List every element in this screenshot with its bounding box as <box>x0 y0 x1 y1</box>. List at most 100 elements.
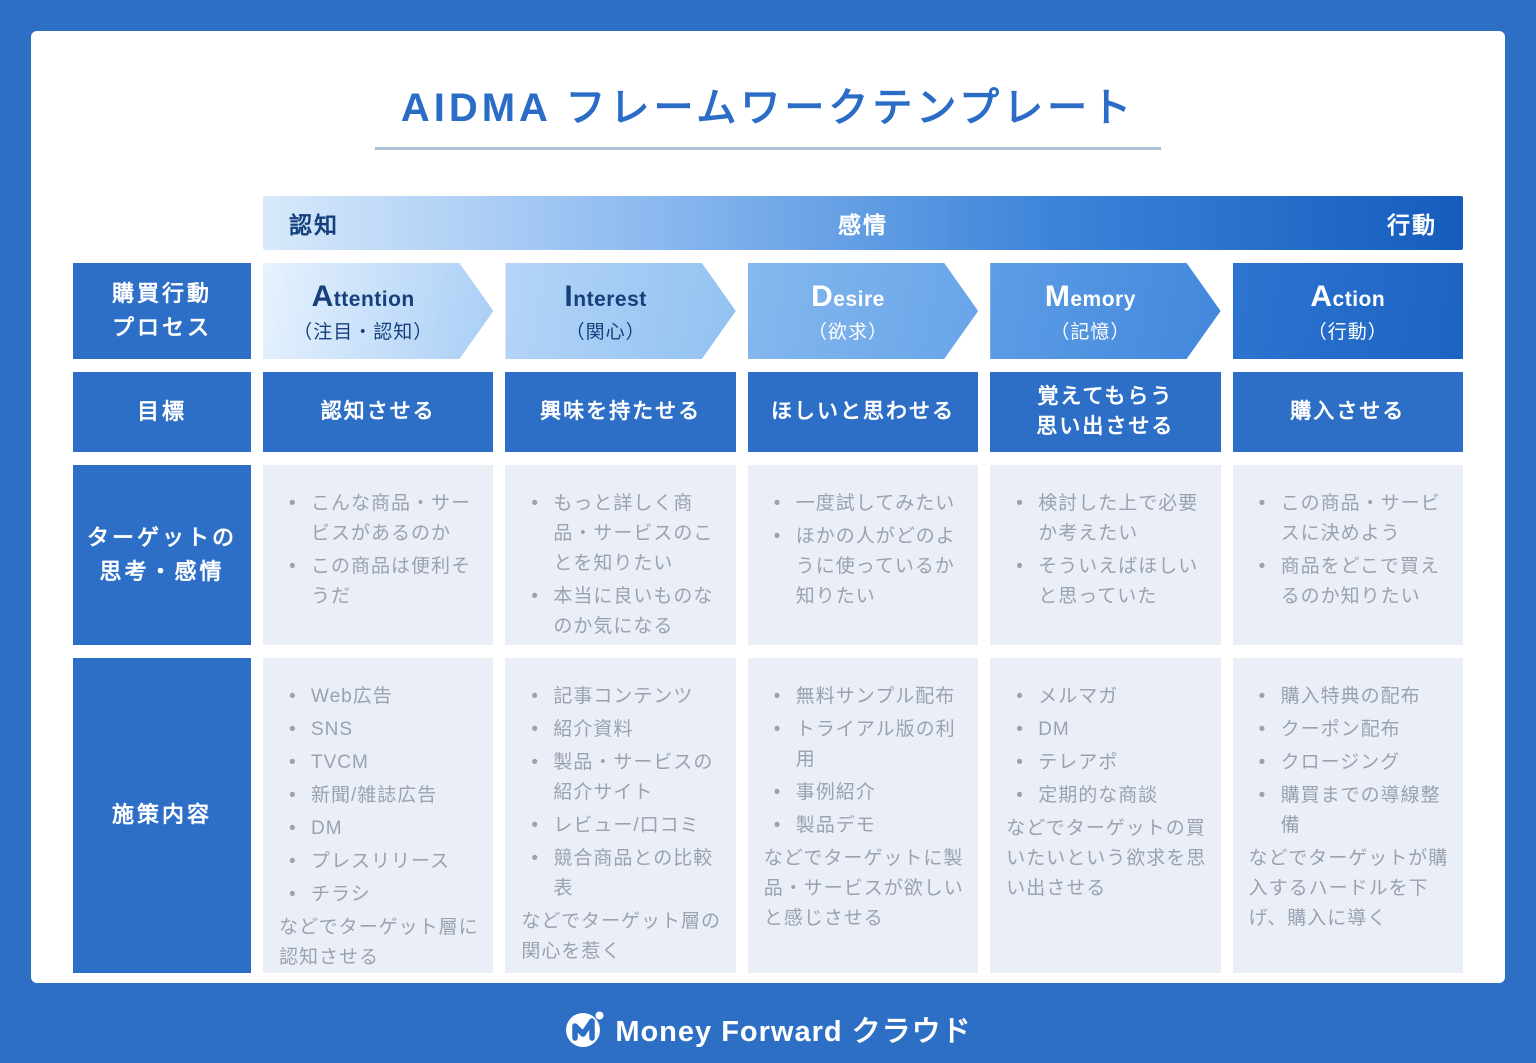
measures-memory-list: メルマガ DM テレアポ 定期的な商談 <box>1006 682 1206 811</box>
goal-attention: 認知させる <box>263 372 494 452</box>
list-item: テレアポ <box>1006 748 1206 778</box>
stage-gradient-bar: 認知 感情 行動 <box>263 196 1463 250</box>
measures-action-list: 購入特典の配布 クーポン配布 クロージング 購買までの導線整備 <box>1249 682 1449 841</box>
goal-desire: ほしいと思わせる <box>747 372 979 452</box>
list-item: 購買までの導線整備 <box>1249 781 1449 841</box>
stage-label-emotion: 感情 <box>837 212 888 238</box>
process-arrow-attention-en: Attention <box>312 276 415 318</box>
list-item: 本当に良いものなのか気になる <box>521 582 721 642</box>
framework-grid: 認知 感情 行動 購買行動 プロセス Attention （注目・認知） Int… <box>73 196 1463 973</box>
list-item: メルマガ <box>1006 682 1206 712</box>
thoughts-memory: 検討した上で必要か考えたい そういえばほしいと思っていた <box>990 465 1221 645</box>
row-header-process-line2: プロセス <box>111 315 212 340</box>
list-item: 新聞/雑誌広告 <box>279 781 479 811</box>
goal-memory-line1: 覚えてもらう <box>1037 384 1174 408</box>
list-item: SNS <box>279 715 479 745</box>
money-forward-logo-icon <box>564 1009 604 1049</box>
measures-memory: メルマガ DM テレアポ 定期的な商談 などでターゲットの買いたいという欲求を思… <box>990 658 1221 973</box>
interest-rest: nterest <box>573 287 647 311</box>
measures-memory-note: などでターゲットの買いたいという欲求を思い出させる <box>1006 818 1207 900</box>
measures-interest-list: 記事コンテンツ 紹介資料 製品・サービスの紹介サイト レビュー/口コミ 競合商品… <box>521 682 721 904</box>
process-arrow-interest-jp: （関心） <box>565 321 646 343</box>
list-item: 記事コンテンツ <box>521 682 721 712</box>
title-area: AIDMA フレームワークテンプレート <box>31 31 1505 150</box>
measures-attention-note: などでターゲット層に認知させる <box>279 917 479 969</box>
interest-initial: I <box>564 279 574 313</box>
attention-rest: ttention <box>333 287 415 311</box>
measures-interest: 記事コンテンツ 紹介資料 製品・サービスの紹介サイト レビュー/口コミ 競合商品… <box>505 658 736 973</box>
action-rest: ction <box>1332 287 1386 311</box>
list-item: 定期的な商談 <box>1006 781 1206 811</box>
list-item: こんな商品・サービスがあるのか <box>279 489 479 549</box>
process-arrow-memory-en: Memory <box>1045 276 1136 318</box>
footer-brand: Money Forward クラウド <box>0 1008 1536 1050</box>
thoughts-attention-list: こんな商品・サービスがあるのか この商品は便利そうだ <box>279 489 479 612</box>
list-item: 製品・サービスの紹介サイト <box>521 748 721 808</box>
desire-initial: D <box>811 279 834 313</box>
row-header-measures: 施策内容 <box>73 658 251 973</box>
list-item: この商品は便利そうだ <box>279 552 479 612</box>
measures-desire-note: などでターゲットに製品・サービスが欲しいと感じさせる <box>763 848 964 930</box>
process-arrow-memory: Memory （記憶） <box>990 263 1220 359</box>
list-item: Web広告 <box>279 682 479 712</box>
list-item: ほかの人がどのように使っているか知りたい <box>764 522 964 612</box>
list-item: そういえばほしいと思っていた <box>1006 552 1206 612</box>
goal-memory-line2: 思い出させる <box>1036 415 1175 438</box>
list-item: 製品デモ <box>764 811 964 841</box>
measures-attention-list: Web広告 SNS TVCM 新聞/雑誌広告 DM プレスリリース チラシ <box>279 682 479 910</box>
list-item: 一度試してみたい <box>764 489 964 519</box>
thoughts-desire-list: 一度試してみたい ほかの人がどのように使っているか知りたい <box>764 489 964 612</box>
process-arrow-desire-en: Desire <box>811 276 885 318</box>
row-header-thoughts-line1: ターゲットの <box>86 524 237 550</box>
memory-rest: emory <box>1070 287 1136 311</box>
row-header-thoughts: ターゲットの 思考・感情 <box>73 465 251 645</box>
list-item: 事例紹介 <box>764 778 964 808</box>
thoughts-desire: 一度試してみたい ほかの人がどのように使っているか知りたい <box>747 465 979 645</box>
process-arrow-desire: Desire （欲求） <box>748 263 978 359</box>
stage-label-awareness: 認知 <box>289 212 339 238</box>
process-arrow-memory-jp: （記憶） <box>1050 321 1131 343</box>
row-header-process: 購買行動 プロセス <box>73 263 251 359</box>
process-arrow-interest-en: Interest <box>564 276 646 318</box>
process-box-action-en: Action <box>1310 276 1385 318</box>
list-item: クーポン配布 <box>1249 715 1449 745</box>
footer-brand-text: Money Forward クラウド <box>615 1016 972 1048</box>
list-item: DM <box>279 814 479 844</box>
measures-action-note: などでターゲットが購入するハードルを下げ、購入に導く <box>1248 848 1449 930</box>
thoughts-interest: もっと詳しく商品・サービスのことを知りたい 本当に良いものなのか気になる <box>505 465 736 645</box>
row-header-goal: 目標 <box>73 372 251 452</box>
list-item: 商品をどこで買えるのか知りたい <box>1249 552 1449 612</box>
thoughts-action-list: この商品・サービスに決めよう 商品をどこで買えるのか知りたい <box>1249 489 1449 612</box>
desire-rest: esire <box>833 287 885 311</box>
thoughts-memory-list: 検討した上で必要か考えたい そういえばほしいと思っていた <box>1006 489 1206 612</box>
list-item: TVCM <box>279 748 479 778</box>
list-item: DM <box>1006 715 1206 745</box>
list-item: チラシ <box>279 880 479 910</box>
list-item: プレスリリース <box>279 847 479 877</box>
list-item: トライアル版の利用 <box>764 715 964 775</box>
content-card: AIDMA フレームワークテンプレート 認知 感情 行動 購買行動 プロセス A… <box>31 31 1505 983</box>
list-item: 競合商品との比較表 <box>521 844 721 904</box>
thoughts-action: この商品・サービスに決めよう 商品をどこで買えるのか知りたい <box>1232 465 1463 645</box>
list-item: 検討した上で必要か考えたい <box>1006 489 1206 549</box>
process-box-action-jp: （行動） <box>1307 321 1388 343</box>
action-initial: A <box>1310 279 1333 313</box>
thoughts-attention: こんな商品・サービスがあるのか この商品は便利そうだ <box>263 465 494 645</box>
memory-initial: M <box>1044 279 1071 313</box>
list-item: 無料サンプル配布 <box>764 682 964 712</box>
process-arrow-attention: Attention （注目・認知） <box>263 263 493 359</box>
measures-interest-note: などでターゲット層の関心を惹く <box>521 911 722 963</box>
goal-action: 購入させる <box>1232 372 1463 452</box>
process-box-action: Action （行動） <box>1232 263 1463 359</box>
list-item: 購入特典の配布 <box>1249 682 1449 712</box>
goal-memory: 覚えてもらう 思い出させる <box>990 372 1221 452</box>
measures-desire-list: 無料サンプル配布 トライアル版の利用 事例紹介 製品デモ <box>764 682 964 841</box>
list-item: もっと詳しく商品・サービスのことを知りたい <box>521 489 721 579</box>
list-item: クロージング <box>1249 748 1449 778</box>
page-title: AIDMA フレームワークテンプレート <box>374 75 1162 150</box>
list-item: この商品・サービスに決めよう <box>1249 489 1449 549</box>
measures-attention: Web広告 SNS TVCM 新聞/雑誌広告 DM プレスリリース チラシ など… <box>263 658 494 973</box>
process-arrow-attention-jp: （注目・認知） <box>293 321 434 343</box>
goal-interest: 興味を持たせる <box>505 372 736 452</box>
